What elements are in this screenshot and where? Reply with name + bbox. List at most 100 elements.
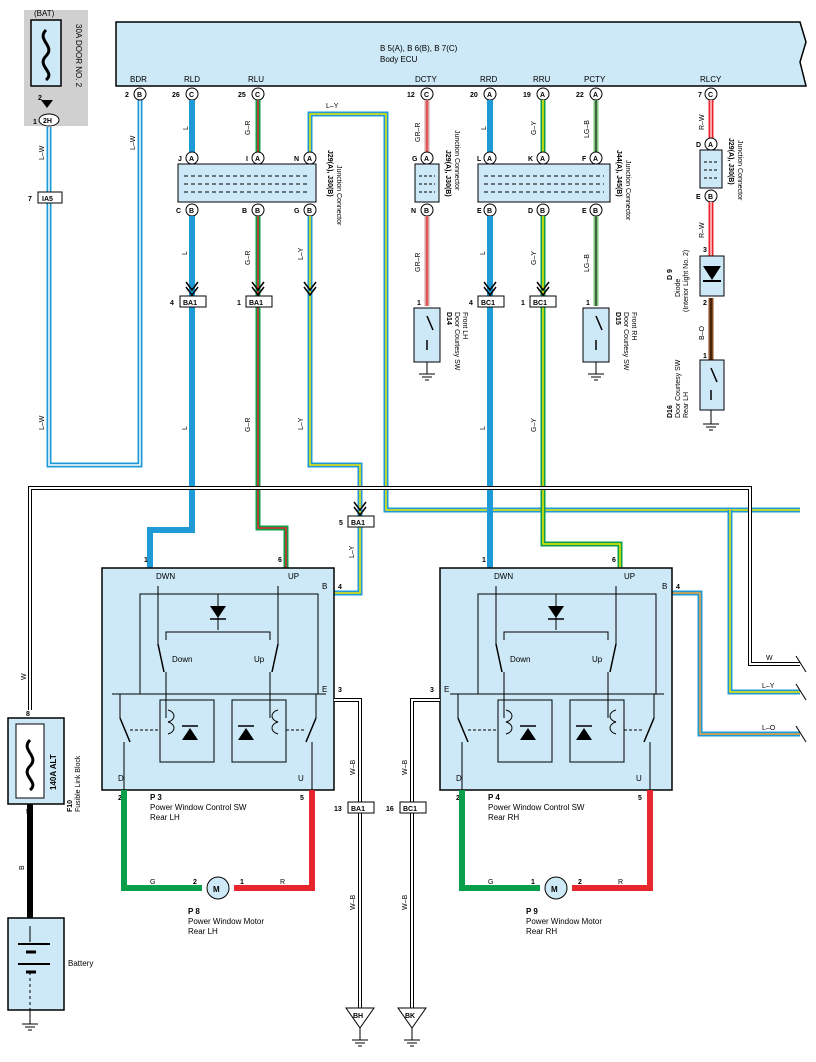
- wire-label-pcty: LG–B: [584, 120, 591, 138]
- fuse-conn: 2H: [43, 118, 52, 125]
- wire-p4-d-g: [459, 790, 540, 891]
- ecu-pin-conn-5: A: [540, 92, 545, 99]
- ecu-pin-num-4: 20: [470, 92, 478, 99]
- wire-label-rlu: G–R: [245, 121, 252, 135]
- p4-name: Power Window Control SW: [488, 803, 585, 812]
- p4-sub: Rear RH: [488, 813, 519, 822]
- junction-j3: AL AK AF BE BD BE J44(A), J45(B) Junctio…: [477, 150, 631, 221]
- p3-e: E: [322, 685, 327, 694]
- wire-label-dcty: GR–R: [415, 123, 422, 142]
- p3-pin-b: 4: [338, 584, 342, 591]
- p9-pin-a: 1: [531, 879, 535, 886]
- motor-icon: [206, 876, 230, 900]
- ecu-pin-conn-0: B: [137, 92, 142, 99]
- diode-d9: 3 2 D 9 Diode (Interior Light No. 2): [667, 247, 725, 312]
- wire-label-r-1: R: [280, 879, 285, 886]
- d14-sub: Front LH: [461, 312, 468, 339]
- d15-pin: 1: [586, 300, 590, 307]
- wire-label-gy-2: G–Y: [531, 418, 538, 432]
- wire-label-ly-1: L–Y: [298, 247, 305, 260]
- ecu-pin-num-6: 22: [576, 92, 584, 99]
- wire-label-l-4: L: [480, 426, 487, 430]
- j3-top-pin-0: L: [477, 156, 482, 163]
- wire-label-rlcy: R–W: [699, 114, 706, 130]
- p4-u: U: [636, 774, 642, 783]
- j1-bot-c-0: B: [189, 208, 194, 215]
- wire-label-ly-2: L–Y: [298, 417, 305, 430]
- wire-label-wb-3: W–B: [402, 760, 409, 776]
- j3-name: J44(A), J45(B): [615, 150, 622, 197]
- ba1-conn-a-pin: 4: [170, 300, 174, 307]
- wire-label-l-3: L: [480, 251, 487, 255]
- wire-label-wb-4: W–B: [402, 895, 409, 911]
- wire-label-lo-right: L–O: [762, 725, 776, 732]
- j2-name: J29(A), J30(B): [444, 150, 451, 197]
- wire-label-gr-2: G–R: [245, 418, 252, 432]
- wire-label-lw-2: L–W: [130, 135, 137, 150]
- p4-d: D: [456, 774, 462, 783]
- j2-top-c: A: [424, 156, 429, 163]
- wire-label-bo: B–O: [699, 325, 706, 340]
- fuse-30a-door-no2: (BAT) 30A DOOR NO. 2 2 1 2H: [24, 9, 88, 127]
- wire-lw: L–W L–W L–W: [39, 100, 143, 468]
- p3-down: Down: [172, 655, 192, 664]
- j3-desc: Junction Connector: [624, 160, 631, 221]
- j1-top-c-2: A: [307, 156, 312, 163]
- wire-label-ly-top: L–Y: [326, 103, 339, 110]
- j3-top-c-1: A: [540, 156, 545, 163]
- connector-ia5: IA5 7: [28, 191, 63, 204]
- ecu-pins: B2 C26 C25 C12 A20 A19 A22 C7: [125, 87, 718, 101]
- ecu-pin-conn-6: A: [593, 92, 598, 99]
- p4-upsw: Up: [592, 655, 603, 664]
- ecu-pin-conn-4: A: [487, 92, 492, 99]
- j1-desc: Junction Connector: [335, 165, 342, 226]
- ecu-term-rrd: RRD: [480, 75, 498, 84]
- junction-j1: AJ AI AN BC BB BG J29(A), J30(B) Junctio…: [176, 150, 342, 226]
- wire-rru-low: [540, 216, 623, 568]
- wire-label-lw-3: L–W: [39, 415, 46, 430]
- p3-u: U: [298, 774, 304, 783]
- bc1-conn-a: BC1: [481, 300, 495, 307]
- j4-name: J29(A), J30(B): [727, 138, 734, 185]
- p4-diode-icon: [548, 606, 564, 618]
- p4-down: Down: [510, 655, 530, 664]
- p8-pin-b: 1: [240, 879, 244, 886]
- diode-icon: [703, 266, 721, 280]
- p4-pin-u: 5: [638, 795, 642, 802]
- bh-label: BH: [353, 1013, 363, 1020]
- p3-name: Power Window Control SW: [150, 803, 247, 812]
- j3-bot-pin-2: E: [582, 208, 587, 215]
- ecu-term-rlcy: RLCY: [700, 75, 722, 84]
- fuse-pin-top: 2: [38, 95, 42, 102]
- ecu-name: Body ECU: [380, 55, 418, 64]
- j1-bot-c-2: B: [307, 208, 312, 215]
- p3-diode-icon: [210, 606, 226, 618]
- j3-top-pin-2: F: [582, 156, 587, 163]
- wire-p3-d-g: [121, 790, 202, 891]
- p3-pin-d: 2: [118, 795, 122, 802]
- wire-label-ly-3: L–Y: [349, 545, 356, 558]
- battery: Battery: [7, 917, 93, 1031]
- d15-sub: Front RH: [630, 312, 637, 340]
- wire-label-g-2: G: [488, 879, 493, 886]
- j2-bot-c: B: [424, 208, 429, 215]
- p8-m: M: [213, 885, 220, 894]
- p4-up: UP: [624, 572, 635, 581]
- f10-fuse: 140A ALT: [49, 754, 58, 790]
- p8-code: P 8: [188, 907, 200, 916]
- p9-pin-b: 2: [578, 879, 582, 886]
- ecu-term-rld: RLD: [184, 75, 200, 84]
- d9-name: Diode: [675, 279, 682, 297]
- f10-pin-top: 8: [26, 711, 30, 718]
- ecu-term-rru: RRU: [533, 75, 551, 84]
- ecu-pin-conn-2: C: [255, 92, 260, 99]
- j1-bot-c-1: B: [255, 208, 260, 215]
- wire-label-wb-2: W–B: [350, 895, 357, 911]
- ecu-term-rlu: RLU: [248, 75, 264, 84]
- wire-label-l-2: L: [182, 426, 189, 430]
- j3-top-pin-1: K: [528, 156, 533, 163]
- d15-name: Door Courtesy SW: [622, 312, 629, 371]
- ecu-pin-conn-7: C: [708, 92, 713, 99]
- p4-e: E: [444, 685, 449, 694]
- motor-icon-2: [544, 876, 568, 900]
